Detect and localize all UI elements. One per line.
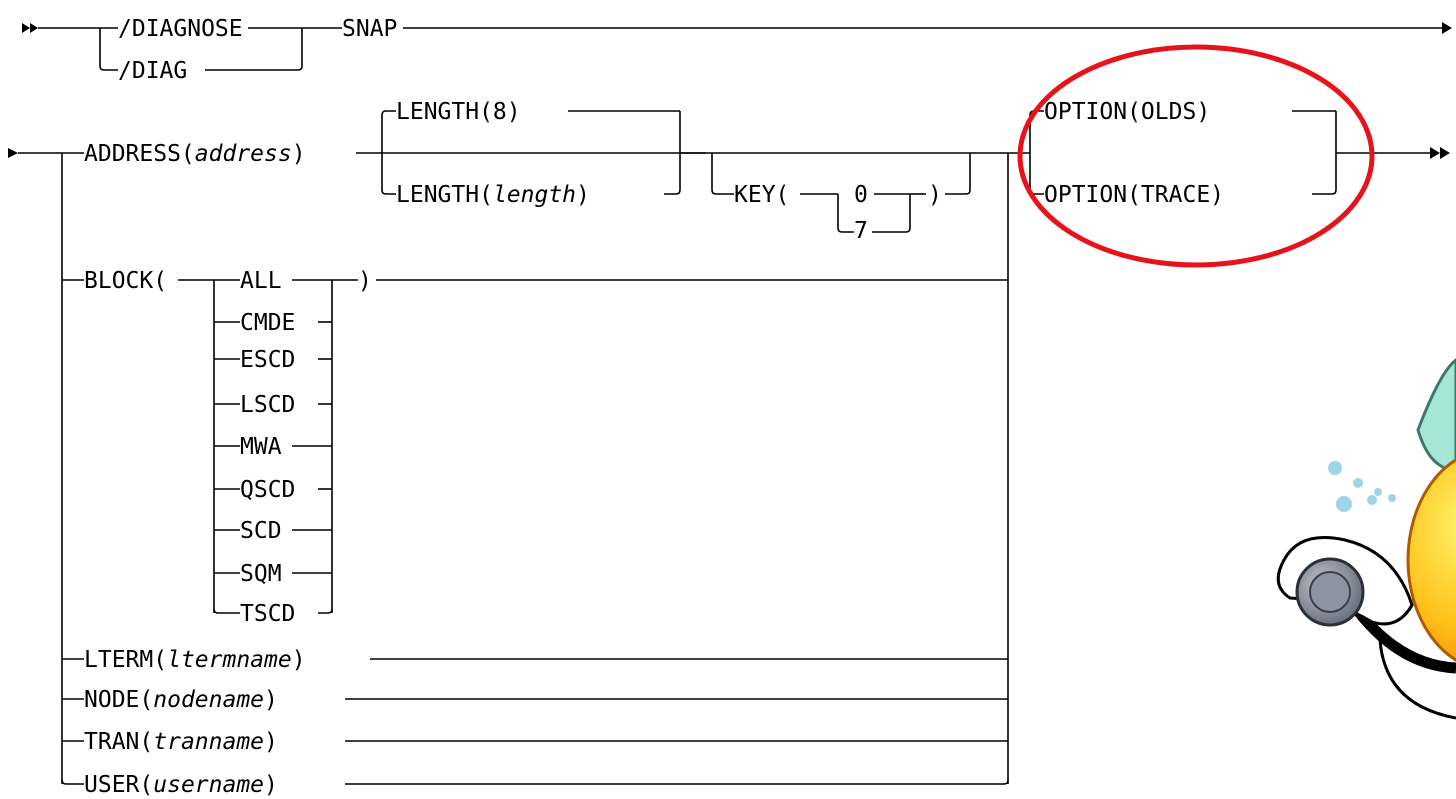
option-olds-label: OPTION(OLDS) [1044, 99, 1210, 125]
node-keyword: NODE(nodename) [84, 687, 278, 713]
key-value-0: 0 [854, 182, 868, 208]
lterm-keyword: LTERM(ltermname) [84, 647, 306, 673]
block-value-mwa: MWA [214, 434, 332, 460]
key-keyword: KEY( [734, 182, 789, 208]
svg-text:QSCD: QSCD [240, 477, 295, 503]
svg-text:SCD: SCD [240, 518, 282, 544]
block-value-escd: ESCD [214, 347, 332, 373]
block-value-qscd: QSCD [214, 477, 332, 503]
svg-text:ESCD: ESCD [240, 347, 295, 373]
block-value-scd: SCD [214, 518, 332, 544]
svg-text:CMDE: CMDE [240, 310, 295, 336]
svg-text:LSCD: LSCD [240, 392, 295, 418]
key-value-7: 7 [854, 218, 868, 244]
svg-text:MWA: MWA [240, 434, 282, 460]
block-keyword: BLOCK( [84, 268, 167, 294]
block-value-cmde: CMDE [214, 310, 332, 336]
row-tran: TRAN(tranname) [62, 729, 1008, 755]
row-user: USER(username) [62, 772, 1008, 798]
continue-arrow-icon [1442, 22, 1452, 34]
block-value-all: ALL [214, 268, 332, 294]
user-keyword: USER(username) [84, 772, 278, 798]
svg-text:SQM: SQM [240, 561, 282, 587]
length-variable-label: LENGTH(length) [396, 182, 590, 208]
tran-keyword: TRAN(tranname) [84, 729, 278, 755]
start-marker-icon [22, 23, 38, 33]
end-marker-icon [1430, 147, 1450, 159]
block-value-tscd: TSCD [214, 601, 332, 627]
address-keyword: ADDRESS(address) [84, 141, 306, 167]
continuation-marker-icon [8, 148, 18, 158]
option-highlight-circle [1020, 47, 1372, 265]
block-close-paren: ) [358, 268, 372, 294]
block-value-lscd: LSCD [214, 392, 332, 418]
key-close-paren: ) [928, 182, 942, 208]
row-lterm: LTERM(ltermname) [62, 647, 1008, 673]
row-block: BLOCK( ) ALL CMDE ESCD LSCD MWA [62, 268, 1008, 627]
doctor-smiley-with-stethoscope-icon [1278, 360, 1456, 718]
svg-text:TSCD: TSCD [240, 601, 295, 627]
block-value-sqm: SQM [214, 561, 332, 587]
svg-text:ALL: ALL [240, 268, 282, 294]
row-address: ADDRESS(address) LENGTH(8) LENGTH(length… [8, 47, 1450, 784]
cmd-diagnose-label: /DIAGNOSE [118, 16, 243, 42]
cmd-diag-label: /DIAG [118, 58, 187, 84]
option-trace-label: OPTION(TRACE) [1044, 182, 1224, 208]
length-default-label: LENGTH(8) [396, 99, 521, 125]
snap-label: SNAP [342, 16, 397, 42]
row-node: NODE(nodename) [62, 687, 1008, 713]
